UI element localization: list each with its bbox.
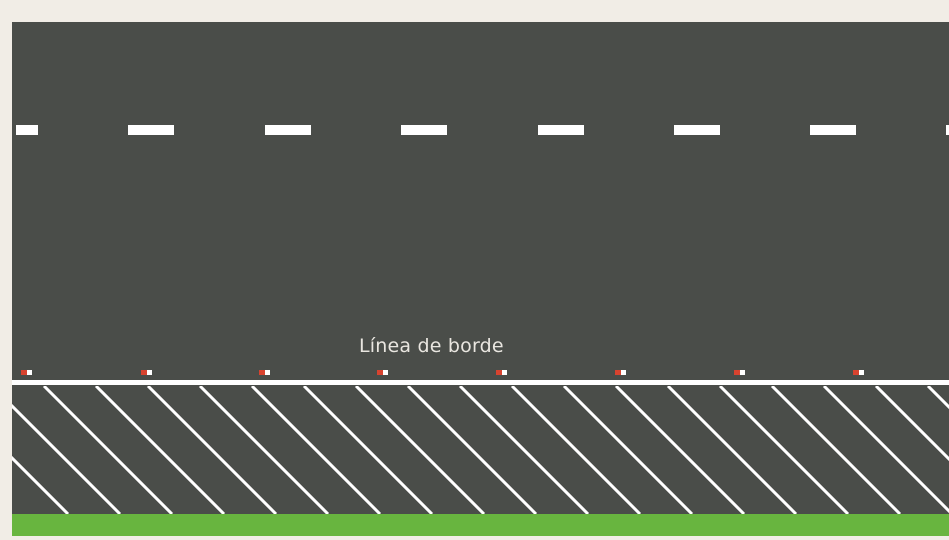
center-dash xyxy=(265,125,311,135)
grass-verge xyxy=(12,514,949,536)
hatch-stripe xyxy=(42,386,174,514)
edge-line xyxy=(12,380,949,385)
center-dash xyxy=(128,125,174,135)
hatch-stripe xyxy=(458,386,590,514)
center-dash xyxy=(538,125,584,135)
hatch-stripe xyxy=(12,403,122,514)
hatch-stripe xyxy=(510,386,642,514)
center-dash xyxy=(674,125,720,135)
reflector xyxy=(377,370,388,375)
reflector xyxy=(21,370,32,375)
hatch-stripe xyxy=(666,386,798,514)
center-dashed-line xyxy=(16,125,949,135)
reflector xyxy=(259,370,270,375)
hatch-stripe xyxy=(12,455,70,514)
center-dash xyxy=(946,125,949,135)
reflector xyxy=(141,370,152,375)
hatch-stripe xyxy=(562,386,694,514)
hatch-stripe xyxy=(718,386,850,514)
center-dash xyxy=(401,125,447,135)
edge-line-label: Línea de borde xyxy=(359,335,504,357)
reflector xyxy=(734,370,745,375)
hatch-stripe xyxy=(94,386,226,514)
asphalt-surface xyxy=(12,22,949,514)
reflector xyxy=(853,370,864,375)
hatch-stripe xyxy=(770,386,902,514)
hatch-stripe xyxy=(250,386,382,514)
hatch-stripe xyxy=(146,386,278,514)
hatch-stripe xyxy=(614,386,746,514)
hatched-shoulder xyxy=(12,386,949,514)
center-dash xyxy=(16,125,38,135)
hatch-stripe xyxy=(198,386,330,514)
hatch-stripe xyxy=(874,386,949,462)
hatch-stripe xyxy=(822,386,949,514)
reflector xyxy=(615,370,626,375)
road-reflectors xyxy=(21,370,864,375)
reflector xyxy=(496,370,507,375)
hatch-stripe xyxy=(406,386,538,514)
hatch-stripe xyxy=(354,386,486,514)
hatch-stripe xyxy=(302,386,434,514)
center-dash xyxy=(810,125,856,135)
